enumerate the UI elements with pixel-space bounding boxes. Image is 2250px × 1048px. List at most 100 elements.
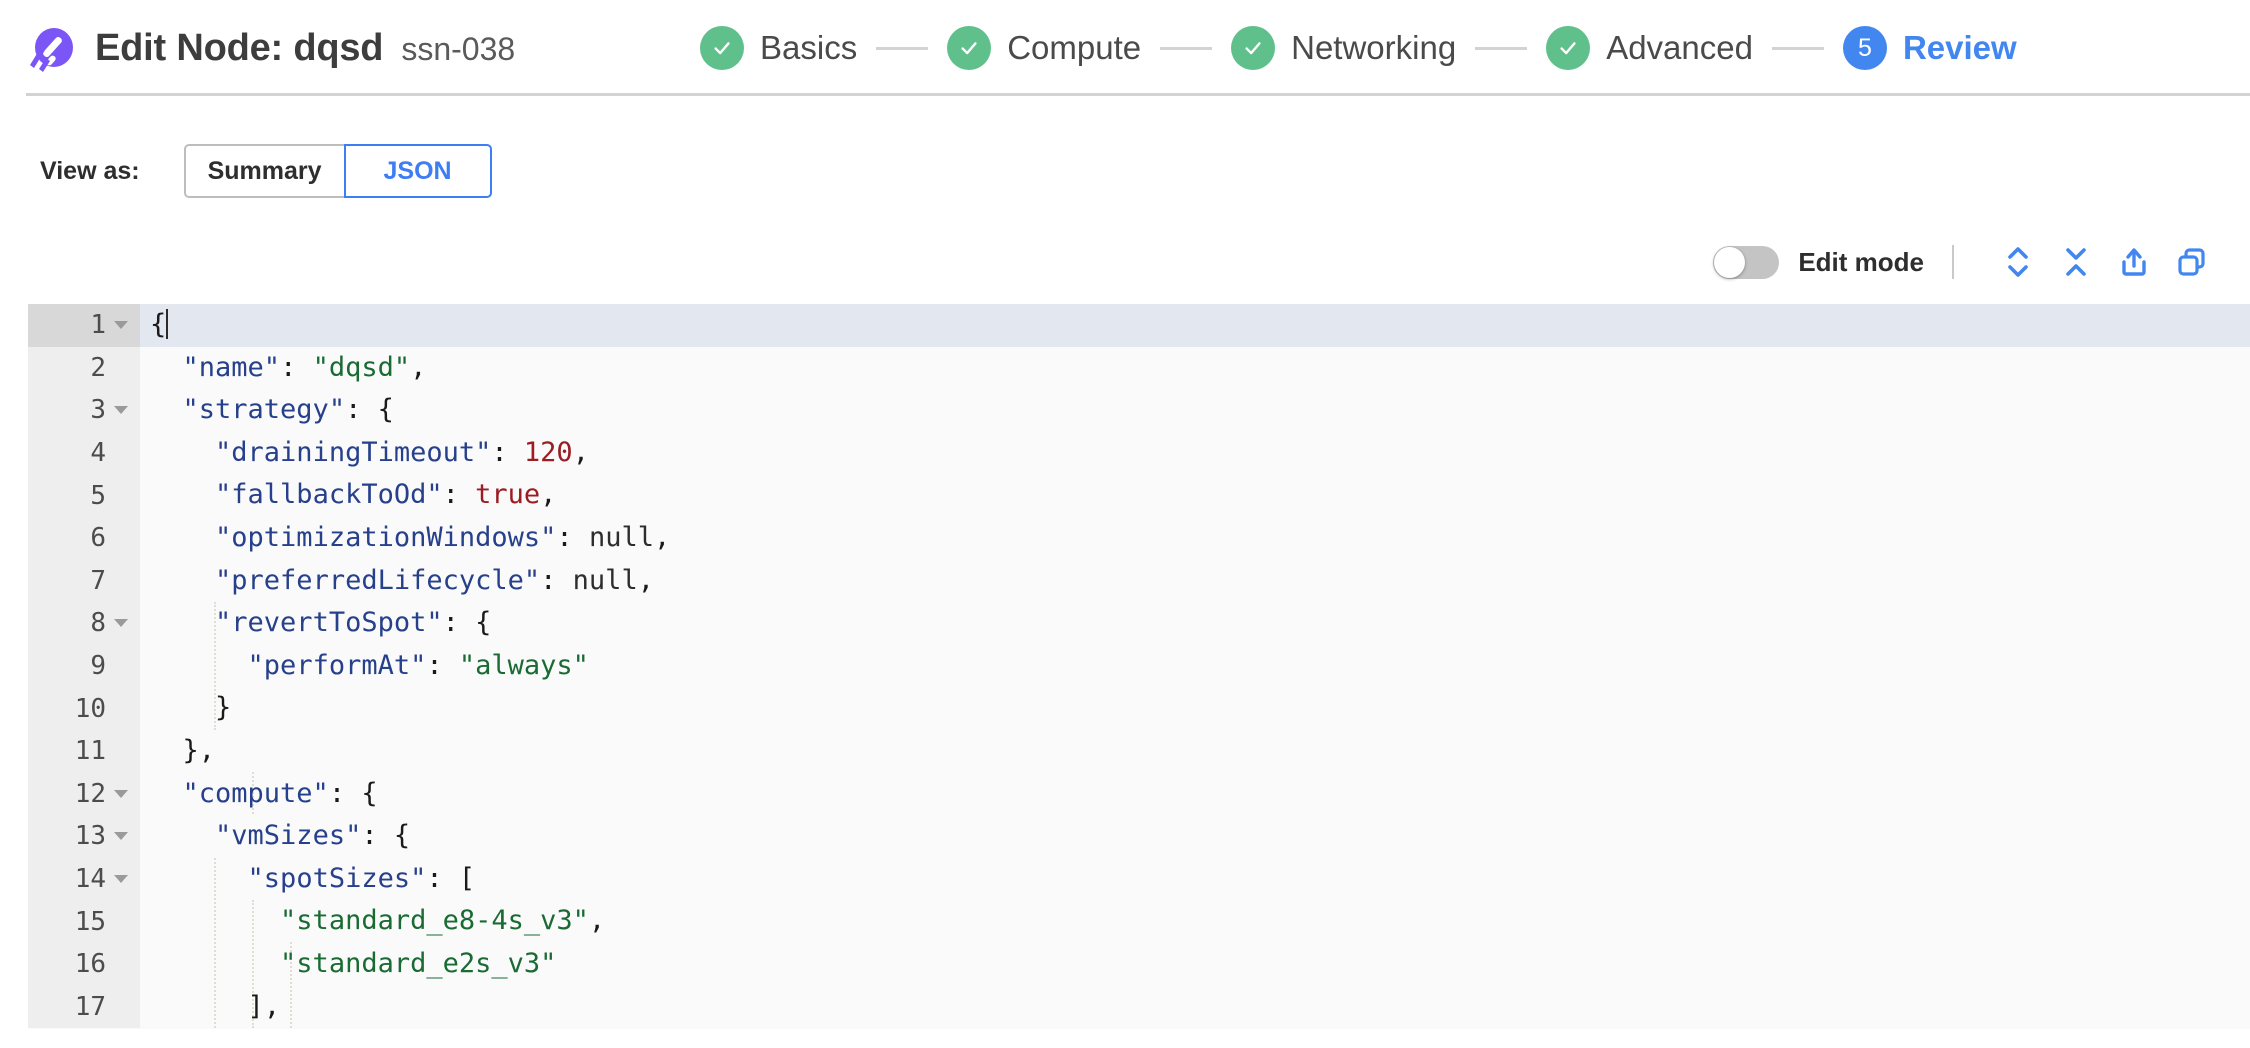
line-number: 14 <box>74 864 106 895</box>
view-as-option-json[interactable]: JSON <box>343 144 492 198</box>
line-number: 3 <box>90 395 106 426</box>
edit-mode-toggle[interactable] <box>1713 245 1780 279</box>
step-connector <box>876 46 929 50</box>
code-line[interactable]: 12 "compute": { <box>28 772 2250 816</box>
code-line[interactable]: 6 "optimizationWindows": null, <box>28 516 2250 560</box>
view-as-segmented-control[interactable]: Summary JSON <box>183 144 492 198</box>
view-as-label: View as: <box>40 156 140 185</box>
export-icon[interactable] <box>2112 240 2156 284</box>
line-number: 12 <box>74 778 106 809</box>
code-line-text: "fallbackToOd": true, <box>215 479 557 511</box>
line-gutter: 14 <box>28 857 140 901</box>
wizard-step-networking[interactable]: Networking <box>1231 26 1456 70</box>
fold-toggle-icon[interactable] <box>110 832 132 841</box>
step-check-icon <box>700 26 744 70</box>
code-line[interactable]: 10 } <box>28 687 2250 730</box>
view-as-row: View as: Summary JSON <box>0 144 2250 198</box>
line-gutter: 4 <box>28 431 140 475</box>
wizard-stepper: Basics Compute Networking Advanced 5 Review <box>690 0 2017 96</box>
wizard-step-compute[interactable]: Compute <box>947 26 1141 70</box>
line-number: 8 <box>90 608 106 639</box>
code-line-text: "revertToSpot": { <box>215 607 492 639</box>
fold-toggle-icon[interactable] <box>110 406 132 415</box>
step-number: 5 <box>1858 33 1872 62</box>
edit-mode-toggle-knob <box>1714 246 1746 278</box>
code-line-text: "vmSizes": { <box>215 820 411 852</box>
fold-toggle-icon[interactable] <box>110 875 132 884</box>
code-line[interactable]: 9 "performAt": "always" <box>28 644 2250 688</box>
fold-toggle-icon[interactable] <box>110 619 132 628</box>
code-line[interactable]: 1{ <box>28 304 2250 347</box>
line-number: 1 <box>90 310 106 341</box>
step-number-badge: 5 <box>1842 26 1887 70</box>
code-line-text: "strategy": { <box>182 394 394 426</box>
step-check-icon <box>1546 26 1591 70</box>
code-line-text: "name": "dqsd", <box>182 351 427 383</box>
copy-icon[interactable] <box>2170 240 2214 284</box>
page-title-main: Edit Node: dqsd <box>95 26 384 69</box>
spot-comet-logo-icon <box>26 25 73 72</box>
line-number: 4 <box>90 438 106 469</box>
expand-all-icon[interactable] <box>1996 240 2040 284</box>
line-number: 6 <box>90 523 106 554</box>
code-line-text: "optimizationWindows": null, <box>215 521 671 553</box>
line-gutter: 5 <box>28 474 140 517</box>
code-line[interactable]: 2 "name": "dqsd", <box>28 346 2250 390</box>
json-code-editor[interactable]: 1{2 "name": "dqsd",3 "strategy": {4 "dra… <box>28 304 2250 1029</box>
line-gutter: 17 <box>28 985 140 1029</box>
line-gutter: 7 <box>28 559 140 603</box>
line-number: 9 <box>90 651 106 682</box>
line-gutter: 1 <box>28 304 140 347</box>
line-gutter: 11 <box>28 729 140 773</box>
code-line[interactable]: 7 "preferredLifecycle": null, <box>28 559 2250 603</box>
wizard-step-basics[interactable]: Basics <box>700 26 857 70</box>
code-line-text: }, <box>182 734 216 766</box>
line-gutter: 6 <box>28 516 140 560</box>
line-gutter: 12 <box>28 772 140 816</box>
line-number: 16 <box>74 949 106 980</box>
line-number: 15 <box>74 906 106 937</box>
code-line[interactable]: 5 "fallbackToOd": true, <box>28 474 2250 517</box>
collapse-all-icon[interactable] <box>2054 240 2098 284</box>
fold-toggle-icon[interactable] <box>110 789 132 798</box>
code-line[interactable]: 11 }, <box>28 729 2250 773</box>
line-number: 13 <box>74 821 106 852</box>
line-number: 10 <box>74 693 106 724</box>
code-line-text: "spotSizes": [ <box>247 862 476 894</box>
code-line-text: "standard_e8-4s_v3", <box>280 905 606 937</box>
line-gutter: 15 <box>28 900 140 943</box>
code-line[interactable]: 4 "drainingTimeout": 120, <box>28 431 2250 475</box>
step-connector <box>1160 46 1213 50</box>
step-connector <box>1771 46 1824 50</box>
code-line-text: { <box>150 309 169 340</box>
code-line[interactable]: 13 "vmSizes": { <box>28 815 2250 858</box>
line-number: 2 <box>90 352 106 383</box>
step-check-icon <box>947 26 992 70</box>
code-line[interactable]: 17 ], <box>28 985 2250 1029</box>
line-number: 11 <box>74 736 106 767</box>
code-line[interactable]: 15 "standard_e8-4s_v3", <box>28 900 2250 943</box>
editor-toolbar: Edit mode <box>0 240 2250 284</box>
code-line[interactable]: 3 "strategy": { <box>28 389 2250 432</box>
code-line-text: "drainingTimeout": 120, <box>215 436 589 468</box>
step-label: Basics <box>760 29 858 66</box>
step-label: Review <box>1902 29 2017 66</box>
wizard-step-review[interactable]: 5 Review <box>1842 26 2017 70</box>
line-gutter: 3 <box>28 389 140 432</box>
line-gutter: 16 <box>28 942 140 986</box>
wizard-step-advanced[interactable]: Advanced <box>1546 26 1753 70</box>
line-gutter: 2 <box>28 346 140 390</box>
code-line[interactable]: 14 "spotSizes": [ <box>28 857 2250 901</box>
line-gutter: 8 <box>28 602 140 645</box>
code-line-text: ], <box>247 990 281 1022</box>
line-number: 17 <box>74 991 106 1022</box>
code-line-text: "preferredLifecycle": null, <box>215 564 654 596</box>
code-line[interactable]: 8 "revertToSpot": { <box>28 602 2250 645</box>
step-label: Networking <box>1291 29 1457 66</box>
fold-toggle-icon[interactable] <box>110 321 132 330</box>
page-title-subtitle: ssn-038 <box>401 30 516 67</box>
line-number: 7 <box>90 565 106 596</box>
step-label: Advanced <box>1606 29 1753 66</box>
code-line[interactable]: 16 "standard_e2s_v3" <box>28 942 2250 986</box>
view-as-option-summary[interactable]: Summary <box>183 144 344 198</box>
